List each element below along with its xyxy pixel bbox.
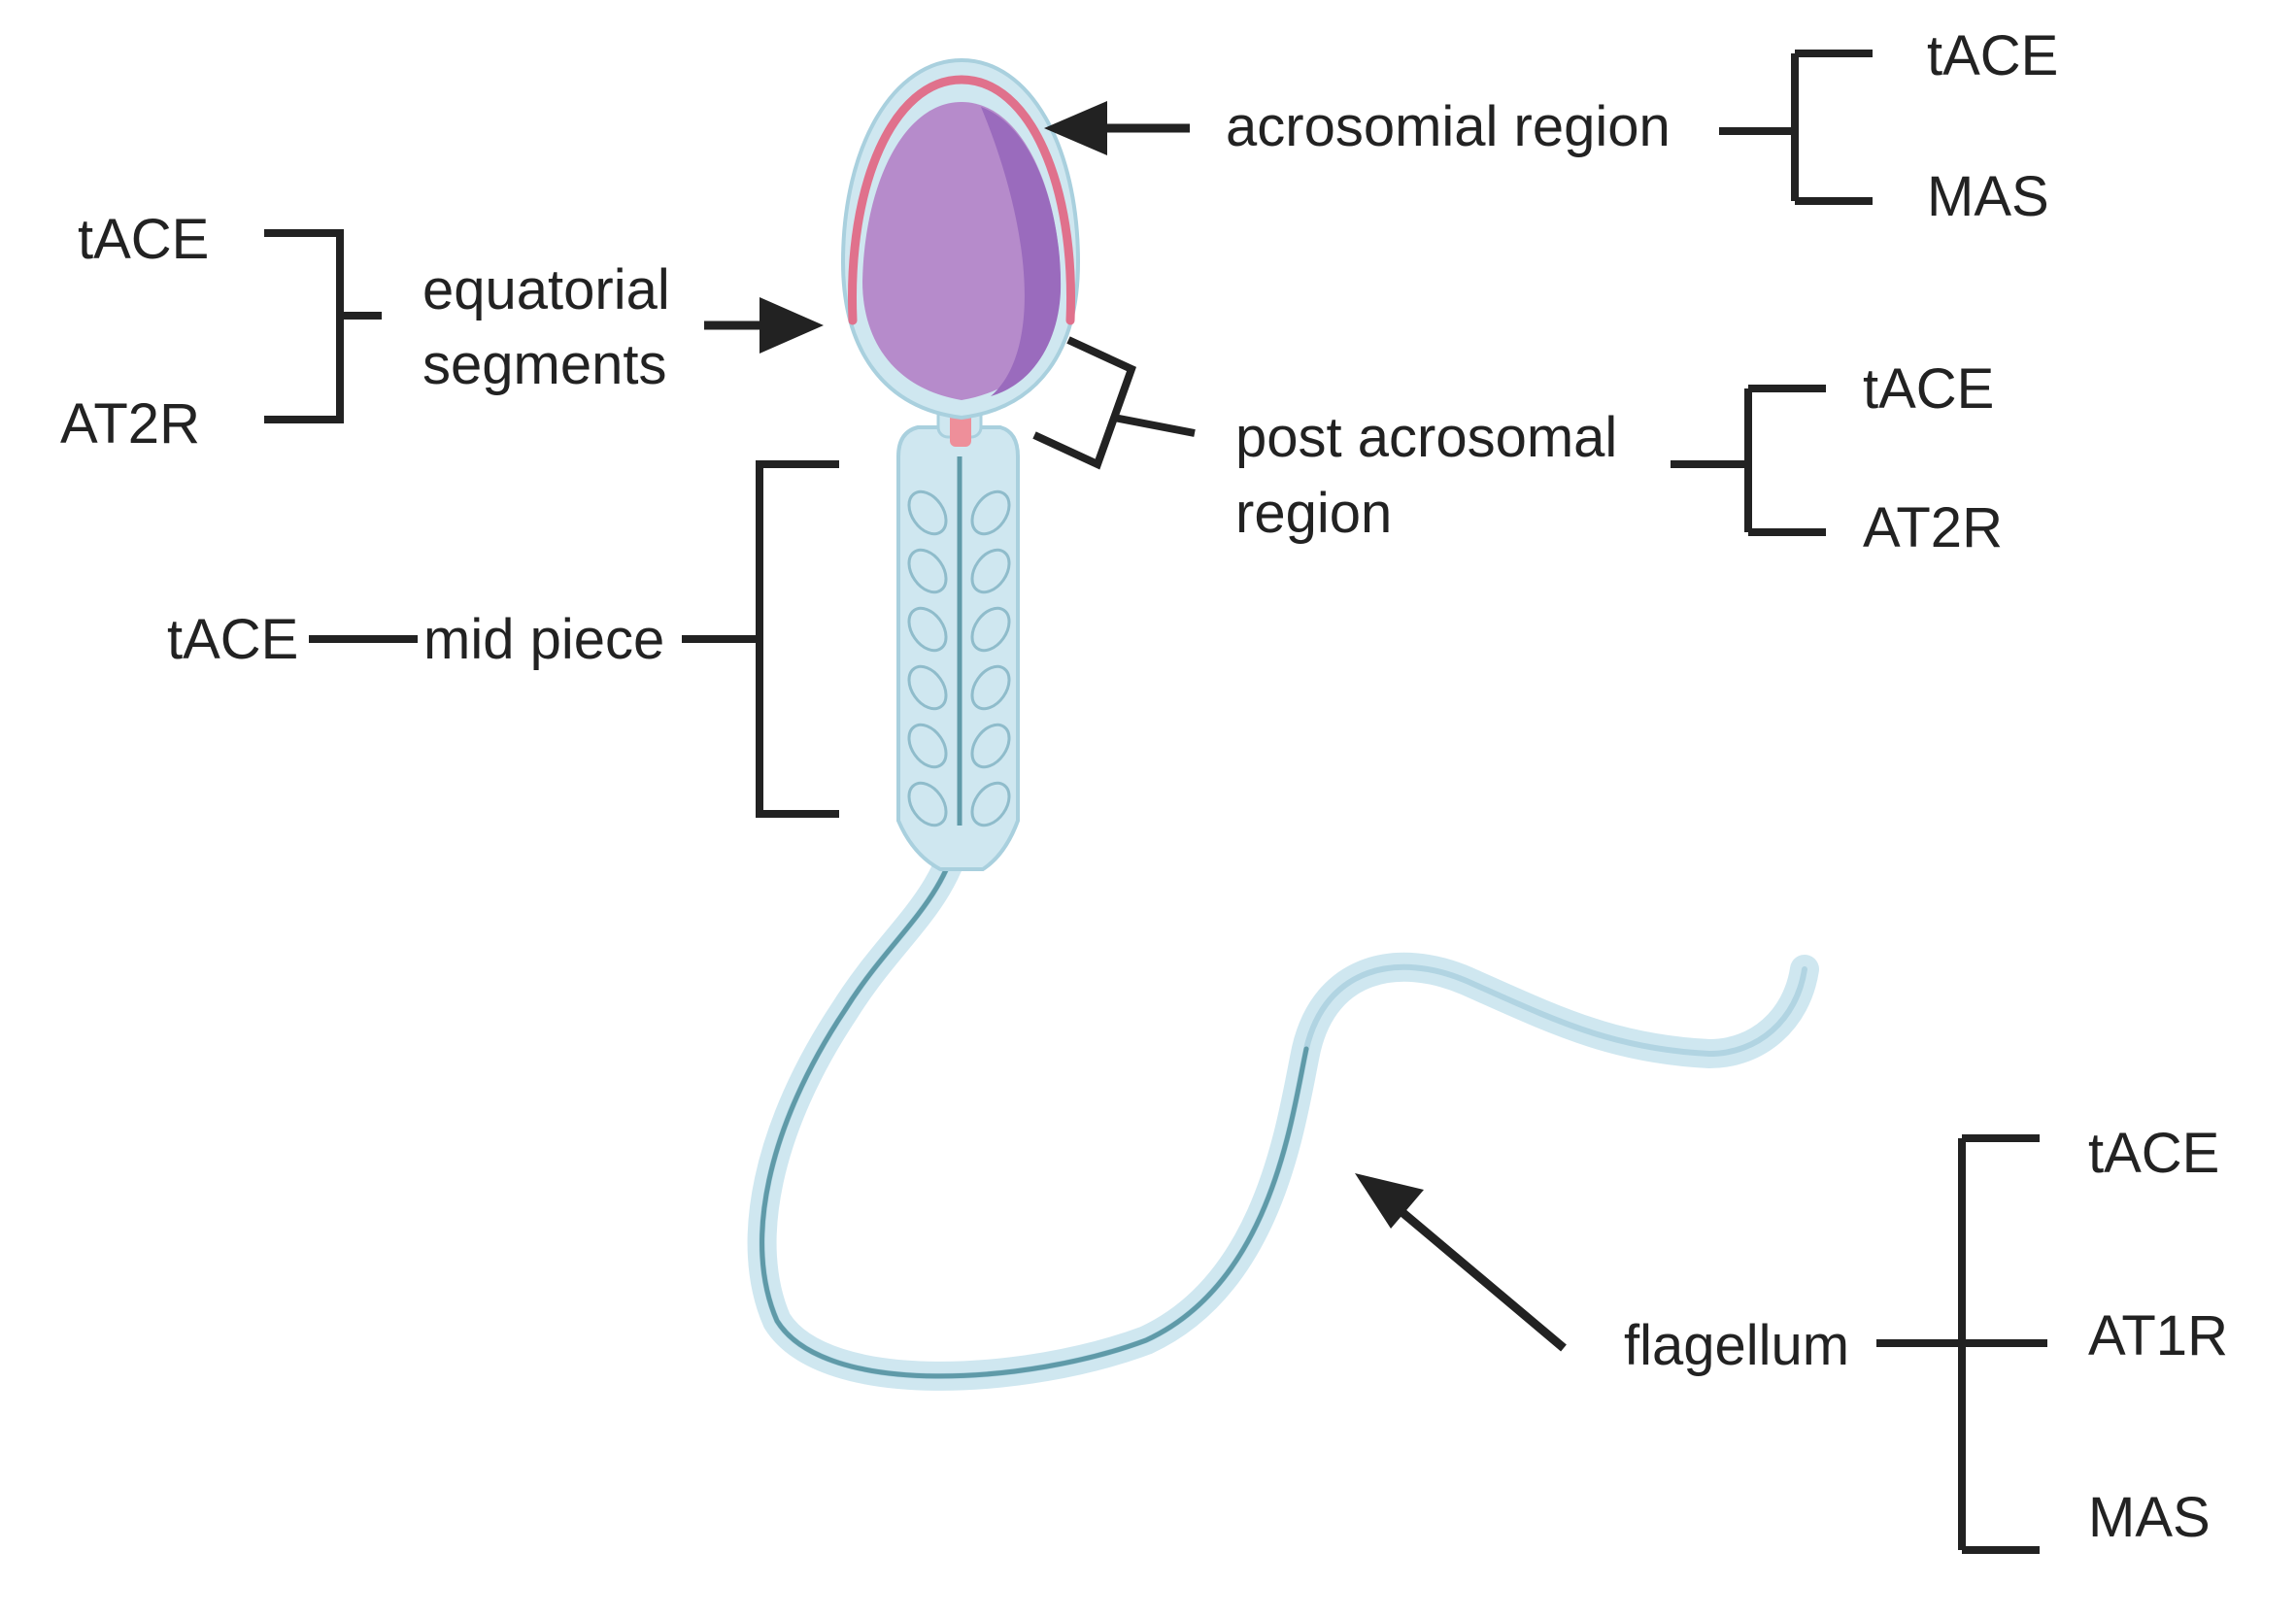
equatorial-arrow-head (760, 297, 824, 354)
equatorial-segments-annotation: tACE AT2R equatorial segments (60, 208, 824, 455)
mid-piece-bracket (682, 460, 839, 818)
post-acrosomal-label-line2: region (1235, 482, 1392, 545)
acrosomial-region-annotation: acrosomial region tACE MAS (1044, 24, 2058, 228)
equatorial-tace-label: tACE (78, 208, 209, 271)
sperm-cell (747, 57, 1819, 1391)
acrosomial-tace-label: tACE (1927, 24, 2058, 87)
flagellum-axoneme (760, 818, 1309, 1379)
post-acrosomal-receptor-bracket (1671, 385, 1826, 536)
equatorial-label-line2: segments (422, 333, 666, 396)
post-acrosomal-label-line1: post acrosomal (1235, 406, 1617, 469)
equatorial-bracket (264, 229, 382, 423)
post-acrosomal-annotation: post acrosomal region tACE AT2R (1032, 336, 2003, 559)
flagellum-annotation: flagellum tACE AT1R MAS (1355, 1122, 2228, 1554)
mid-piece-label: mid piece (423, 608, 664, 671)
acrosomial-bracket (1719, 50, 1873, 205)
mid-piece-tace-label: tACE (167, 608, 298, 671)
flagellum-mas-label: MAS (2088, 1486, 2211, 1549)
acrosomial-mas-label: MAS (1927, 165, 2049, 228)
post-acrosomal-bracket (1032, 336, 1196, 470)
flagellum-bracket (1876, 1134, 2047, 1554)
flagellum-at1r-label: AT1R (2088, 1304, 2228, 1367)
equatorial-label-line1: equatorial (422, 258, 670, 321)
flagellum-arrow-shaft (1396, 1205, 1567, 1352)
post-acrosomal-tace-label: tACE (1863, 357, 1994, 421)
flagellum-label: flagellum (1624, 1314, 1849, 1377)
acrosomial-region-label: acrosomial region (1226, 95, 1671, 158)
acrosomial-arrow-head (1044, 101, 1107, 155)
flagellum-tail (747, 806, 1819, 1391)
mid-piece-annotation: tACE mid piece (167, 460, 839, 818)
acrosome-cap (847, 75, 1076, 325)
flagellum-arrow-head (1355, 1173, 1424, 1229)
flagellum-tace-label: tACE (2088, 1122, 2219, 1185)
nucleus-shade (981, 107, 1062, 396)
post-acrosomal-at2r-label: AT2R (1863, 496, 2003, 559)
mitochondria (907, 489, 1011, 827)
equatorial-at2r-label: AT2R (60, 392, 200, 455)
